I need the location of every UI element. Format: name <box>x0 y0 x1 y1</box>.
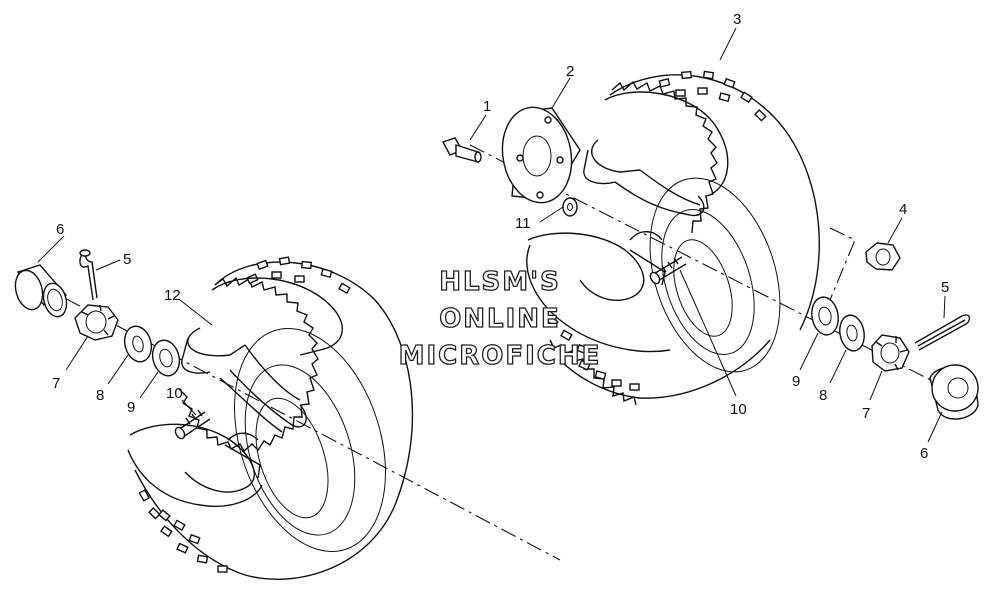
callout-right-3: 3 <box>733 11 741 28</box>
left-wheel-stud <box>174 409 211 440</box>
spacer-washer <box>562 197 578 217</box>
callout-right-2: 2 <box>566 63 574 80</box>
callout-right-9: 9 <box>792 373 800 390</box>
callout-right-7: 7 <box>862 405 870 422</box>
callout-left-12: 12 <box>164 287 181 304</box>
left-castle-nut <box>74 304 119 341</box>
watermark-line-2: ONLINE <box>439 304 561 334</box>
left-washers <box>123 325 181 377</box>
right-cotter-pin <box>914 314 971 351</box>
watermark: HLSM'S ONLINE MICROFICHE <box>398 266 602 371</box>
callout-left-5: 5 <box>123 251 131 268</box>
leader-lines <box>37 27 946 443</box>
left-tire <box>134 256 414 580</box>
callout-right-5: 5 <box>941 279 949 296</box>
hub-bolt <box>441 137 482 163</box>
callout-right-8: 8 <box>819 387 827 404</box>
callout-right-1: 1 <box>483 98 491 115</box>
left-rim <box>127 277 343 507</box>
watermark-line-1: HLSM'S <box>439 267 561 297</box>
callout-right-11: 11 <box>515 215 531 232</box>
callout-right-6: 6 <box>920 445 928 462</box>
callout-left-8: 8 <box>96 387 104 404</box>
right-castle-nut <box>871 334 910 372</box>
callout-right-10: 10 <box>730 401 747 418</box>
left-cotter-pin <box>79 249 98 301</box>
left-hub-cap <box>14 264 68 318</box>
right-hub-cap <box>929 364 979 420</box>
callout-left-7: 7 <box>52 375 60 392</box>
right-rim <box>527 91 729 301</box>
right-wheel-stud <box>649 256 687 285</box>
callout-left-10: 10 <box>166 385 183 402</box>
callout-left-6: 6 <box>56 221 64 238</box>
brake-hub <box>501 106 581 204</box>
right-tire <box>526 70 820 406</box>
callout-left-9: 9 <box>127 399 135 416</box>
flange-nut <box>865 242 901 271</box>
callout-right-4: 4 <box>899 201 907 218</box>
right-washers <box>811 296 865 352</box>
callout-labels: 6 5 12 7 8 9 10 1 2 3 11 4 5 9 8 7 10 6 <box>52 11 949 462</box>
watermark-line-3: MICROFICHE <box>399 341 602 371</box>
